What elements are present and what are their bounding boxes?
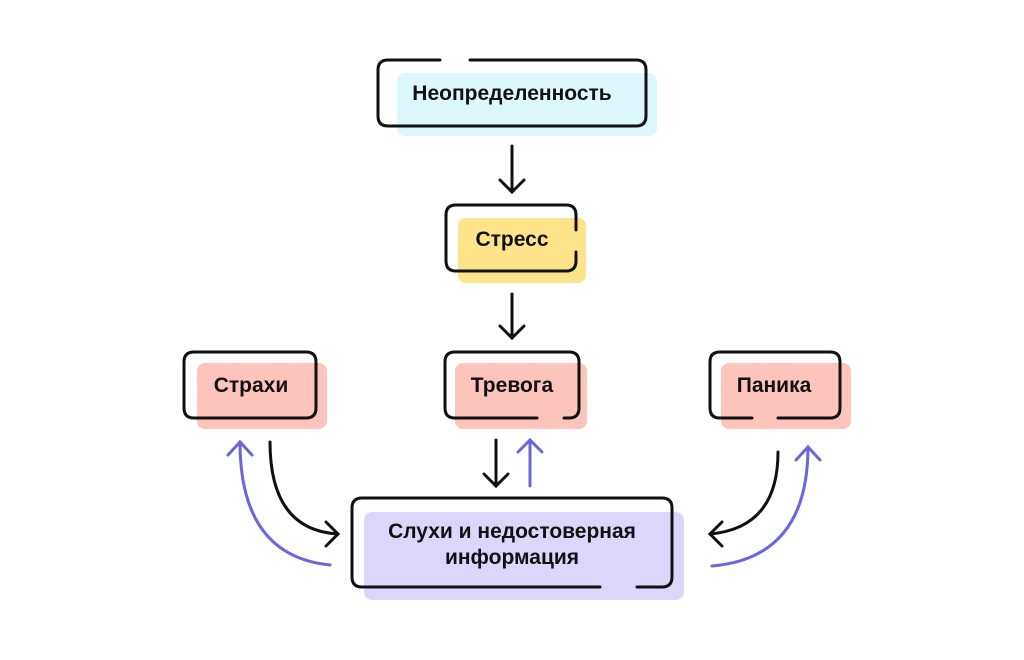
node-anxiety-outline bbox=[443, 350, 581, 420]
node-anxiety-label: Тревога bbox=[471, 374, 554, 397]
arrow-panic-to-rumors bbox=[707, 450, 780, 548]
arrow-rumors-to-panic bbox=[710, 444, 822, 568]
node-fears-label: Страхи bbox=[214, 374, 289, 397]
node-anxiety: Тревога bbox=[443, 350, 587, 429]
node-panic-outline bbox=[708, 350, 842, 420]
node-stress-outline bbox=[444, 203, 578, 273]
node-panic-label: Паника bbox=[737, 374, 812, 397]
node-uncertainty-fill bbox=[397, 73, 657, 136]
node-anxiety-fill bbox=[455, 363, 587, 429]
node-uncertainty-outline bbox=[376, 58, 648, 128]
arrow-rumors-to-fears bbox=[226, 439, 332, 567]
node-fears: Страхи bbox=[182, 350, 327, 429]
node-stress: Стресс bbox=[444, 203, 586, 283]
node-rumors-label-line1: Слухи и недостоверная bbox=[388, 520, 636, 543]
node-stress-fill bbox=[458, 218, 586, 283]
node-uncertainty: Неопределенность bbox=[376, 58, 657, 136]
node-rumors-label-line2: информация bbox=[445, 546, 579, 569]
node-rumors: Слухи и недостоверная информация bbox=[350, 496, 684, 600]
node-panic: Паника bbox=[708, 350, 851, 429]
node-rumors-fill bbox=[364, 512, 684, 600]
node-fears-fill bbox=[197, 363, 327, 429]
node-uncertainty-label: Неопределенность bbox=[412, 82, 611, 105]
node-stress-label: Стресс bbox=[475, 228, 548, 251]
arrow-uncertainty-to-stress bbox=[498, 144, 526, 195]
arrow-anxiety-to-rumors bbox=[482, 438, 510, 489]
arrow-rumors-to-anxiety bbox=[516, 437, 544, 488]
arrow-stress-to-anxiety bbox=[498, 292, 526, 341]
node-panic-fill bbox=[721, 363, 851, 429]
arrow-fears-to-rumors bbox=[268, 440, 341, 548]
node-fears-outline bbox=[182, 350, 318, 420]
node-rumors-outline bbox=[350, 496, 674, 589]
